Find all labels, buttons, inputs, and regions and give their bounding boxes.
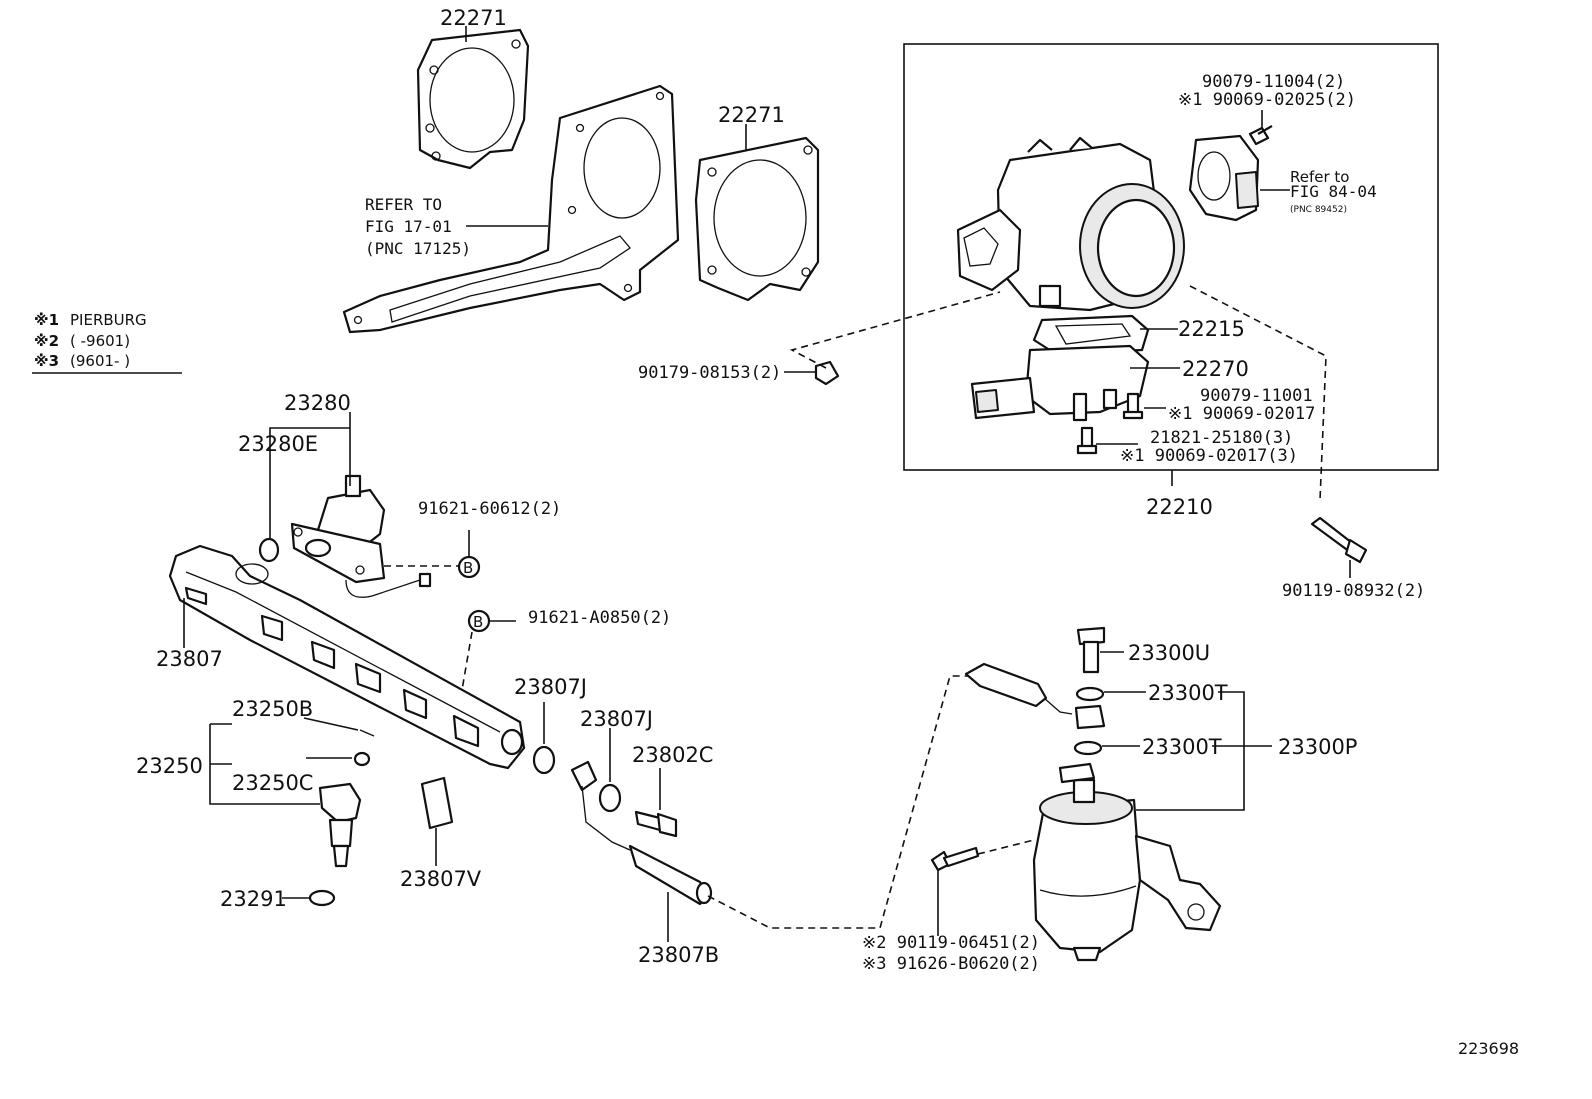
bolt-90119-06451 [930,846,980,872]
label-22271-top: 22271 [440,6,507,30]
label-23300P: 23300P [1278,735,1357,759]
screw-90079-11001 [1122,392,1144,420]
label-91621-60612: 91621-60612(2) [418,499,561,519]
label-21821-25180: 21821-25180(3) [1150,428,1293,448]
refer-fig84-line3: (PNC 89452) [1290,205,1347,215]
insulator-23291 [308,889,336,907]
label-22270: 22270 [1182,357,1249,381]
label-23280: 23280 [284,391,351,415]
note1-text: PIERBURG [70,311,147,329]
note2-mark: ※2 [34,332,59,350]
gasket-22271-top [416,28,530,170]
throttle-body-assembly-box [903,43,1439,471]
label-23807J-b: 23807J [580,707,653,731]
label-23807J-a: 23807J [514,675,587,699]
label-90179-08153: 90179-08153(2) [638,363,781,383]
screw-21821-25180 [1076,426,1098,455]
label-22271-right: 22271 [718,103,785,127]
note3-text: (9601- ) [70,352,130,370]
filter-23250B [359,729,375,737]
label-91626-B0620: ※3 91626-B0620(2) [862,954,1040,974]
refer-fig84-line2: FIG 84-04 [1290,182,1377,201]
refer-fig17-line3: (PNC 17125) [365,239,471,258]
fuel-rail-23807 [168,544,526,770]
gasket-22215 [1032,314,1150,356]
label-90069-02017a: ※1 90069-02017 [1168,404,1315,424]
screw-90079-11004 [1248,125,1273,146]
union-23300 [1074,704,1106,730]
label-23300T-b: 23300T [1142,735,1222,759]
callout-b-1-letter: B [463,559,473,577]
label-22215: 22215 [1178,317,1245,341]
fuel-hose-23807B [570,760,713,906]
note3-mark: ※3 [34,352,59,370]
union-bolt-23300U [1076,626,1106,674]
intake-plate [342,84,680,334]
label-90079-11001: 90079-11001 [1200,386,1313,406]
label-23280E: 23280E [238,432,318,456]
refer-fig17-line1: REFER TO [365,195,442,214]
label-23807: 23807 [156,647,223,671]
o-ring-23807J-b [598,783,622,813]
fuel-injector-23250 [318,782,362,868]
filter-hose [964,662,1073,715]
label-90069-02025: ※1 90069-02025(2) [1178,90,1356,110]
o-ring-23250C [353,751,371,767]
bolt-90119-08932 [1310,516,1368,564]
o-ring-23807J-a [532,745,556,775]
nut-90179-08153 [814,360,840,386]
fuel-filter-23300P [1032,762,1222,962]
note2-text: ( -9601) [70,332,130,350]
label-90079-11004: 90079-11004(2) [1202,72,1345,92]
label-22210: 22210 [1146,495,1213,519]
label-23250C: 23250C [232,771,313,795]
gasket-23300T-b [1073,740,1103,756]
spacer-23807V [420,776,454,830]
callout-b-2-letter: B [473,613,483,631]
label-91621-A0850: 91621-A0850(2) [528,608,671,628]
figure-id: 223698 [1458,1039,1519,1058]
label-90069-02017b: ※1 90069-02017(3) [1120,446,1298,466]
label-23291: 23291 [220,887,287,911]
refer-fig84-line1: Refer to [1290,168,1349,186]
throttle-position-sensor [1188,134,1260,222]
fuel-pressure-regulator-23280 [290,474,432,598]
model-notes: ※1 PIERBURG ※2 ( -9601) ※3 (9601- ) [32,311,182,374]
union-bolt-23802C [634,810,678,838]
gasket-22271-right [694,136,820,302]
refer-fig17-line2: FIG 17-01 [365,217,452,236]
label-23250: 23250 [136,754,203,778]
label-23807B: 23807B [638,943,719,967]
label-23807V: 23807V [400,867,482,891]
idle-air-control-valve-22270 [970,344,1150,422]
label-23250B: 23250B [232,697,313,721]
label-23802C: 23802C [632,743,713,767]
label-90119-06451: ※2 90119-06451(2) [862,933,1040,953]
callout-b-1 [457,555,481,579]
o-ring-23280E [258,537,280,563]
throttle-body [956,136,1185,312]
note1-mark: ※1 [34,311,59,329]
label-90119-08932: 90119-08932(2) [1282,581,1425,601]
gasket-23300T-a [1075,686,1105,702]
label-23300T-a: 23300T [1148,681,1228,705]
label-23300U: 23300U [1128,641,1210,665]
